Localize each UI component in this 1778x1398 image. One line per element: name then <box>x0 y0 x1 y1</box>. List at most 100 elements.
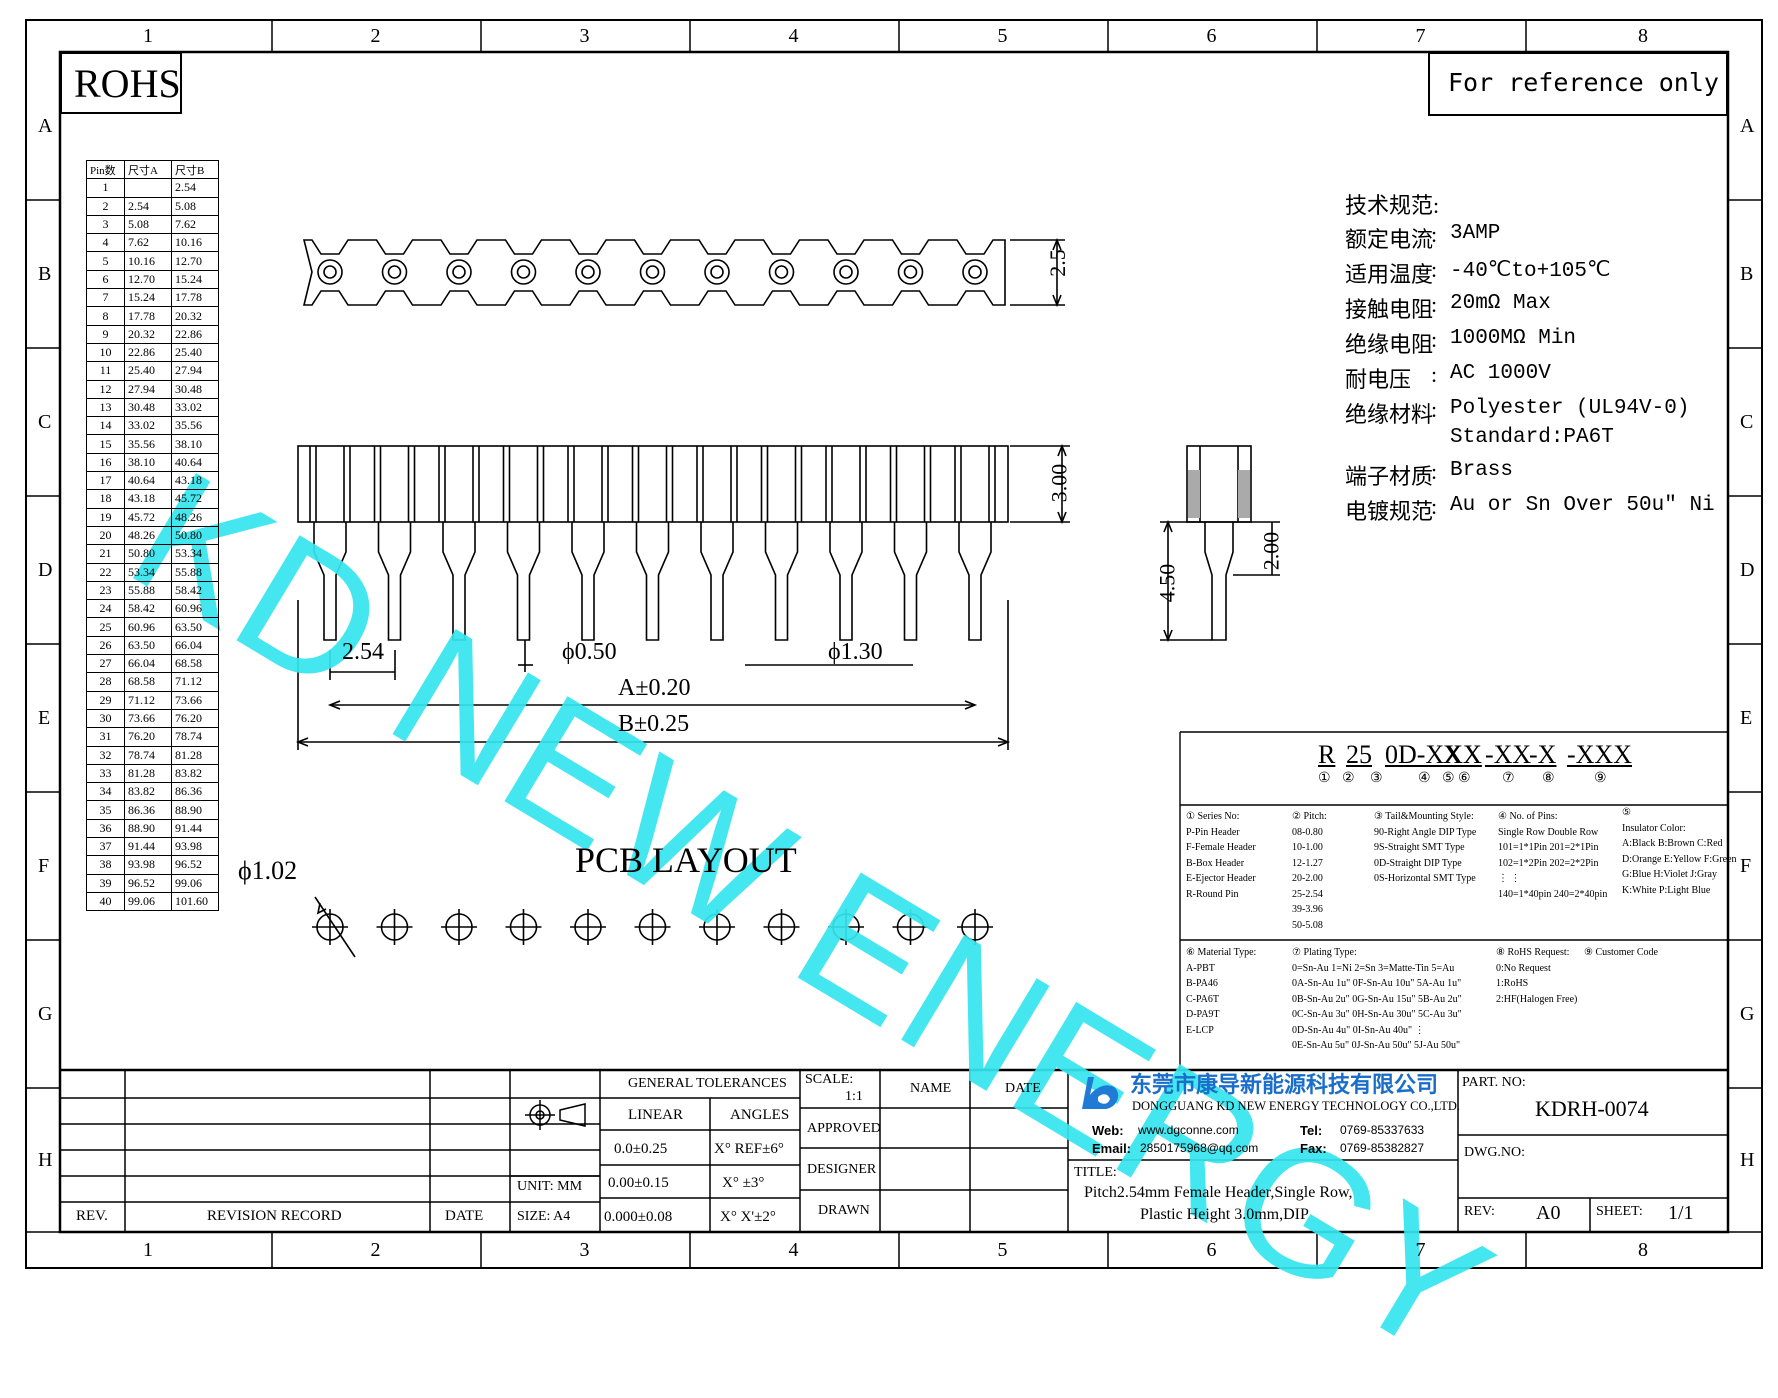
top-hole <box>897 259 924 285</box>
pin-table-cell: 60.96 <box>171 599 219 619</box>
pin-table-cell: 20 <box>86 525 125 546</box>
col-label-2: 2 <box>370 25 381 47</box>
pin-table-cell <box>124 178 172 198</box>
scale-value: 1:1 <box>845 1089 863 1104</box>
code-legend-pitch: 50-5.08 <box>1292 919 1323 931</box>
part-no-value: KDRH-0074 <box>1535 1096 1649 1121</box>
pin-table-cell: 20.32 <box>124 324 172 344</box>
general-tolerances: GENERAL TOLERANCES <box>628 1076 787 1091</box>
pin-table-cell: 45.72 <box>124 507 172 527</box>
pin-table-cell: 76.20 <box>171 708 219 729</box>
dim-b: B±0.25 <box>618 711 690 737</box>
top-hole-inner <box>645 265 660 279</box>
reference-note: For reference only <box>1448 68 1719 97</box>
part-code-marker: ⑨ <box>1594 771 1607 786</box>
spec-value: AC 1000V <box>1450 362 1551 385</box>
rev-header: REV. <box>76 1208 108 1224</box>
pin-table-cell: 26 <box>86 635 125 656</box>
pin-table-cell: 73.66 <box>171 690 219 710</box>
pin-table-cell: 4 <box>86 233 125 253</box>
frame-zone-dividers <box>26 20 1762 1268</box>
top-hole <box>510 259 537 285</box>
code-legend-pitch: ② Pitch: <box>1292 811 1327 822</box>
company-name-cn: 东莞市康导新能源科技有限公司 <box>1130 1073 1439 1098</box>
dim-a-header: 尺寸A <box>124 159 172 180</box>
code-legend-plating: 0=Sn-Au 1=Ni 2=Sn 3=Matte-Tin 5=Au <box>1292 962 1455 974</box>
company-name-en: DONGGUANG KD NEW ENERGY TECHNOLOGY CO.,L… <box>1132 1099 1460 1113</box>
spec-value: Au or Sn Over 50u" Ni <box>1450 494 1715 517</box>
spec-value: -40℃to+105℃ <box>1450 260 1611 283</box>
front-pin <box>377 522 412 641</box>
pin-table-cell: 32 <box>86 745 125 765</box>
pin-table-cell: 43.18 <box>124 489 172 509</box>
pin-table-cell: 27 <box>86 654 125 674</box>
pin-table-cell: 17.78 <box>124 306 172 326</box>
col-label-6: 6 <box>1206 25 1217 47</box>
part-code-segment: -XX <box>1485 740 1532 769</box>
pin-table-cell: 10.16 <box>124 251 172 271</box>
pin-table-cell: 22 <box>86 562 125 582</box>
fax-value: 0769-85382827 <box>1340 1141 1425 1155</box>
pin-table-cell: 38.10 <box>171 434 219 454</box>
pin-table-cell: 58.42 <box>171 580 219 601</box>
spec-value: Polyester (UL94V-0) <box>1450 397 1690 420</box>
company-logo <box>1082 1077 1119 1109</box>
pin-table-cell: 35 <box>86 800 125 820</box>
top-hole <box>639 259 666 285</box>
code-legend-tail: ③ Tail&Mounting Style: <box>1374 811 1474 822</box>
row-label-right-E: E <box>1740 707 1753 729</box>
top-hole <box>317 259 343 285</box>
code-legend-series: P-Pin Header <box>1186 826 1240 838</box>
pin-table-cell: 48.26 <box>171 507 219 527</box>
pin-table-cell: 30 <box>86 708 125 729</box>
tol-angle-3: X° X'±2° <box>720 1209 776 1225</box>
dim-socket-dia: ϕ1.30 <box>828 639 883 665</box>
sheet-value: 1/1 <box>1668 1202 1694 1224</box>
spec-label: 端子材质 <box>1345 464 1434 489</box>
front-pin <box>571 522 605 641</box>
dim-side-2: 2.00 <box>1258 531 1284 571</box>
part-code-segment: -XXX <box>1567 740 1632 769</box>
pin-table-cell: 53.34 <box>124 562 172 582</box>
spec-value: 3AMP <box>1450 222 1501 245</box>
spec-label: 适用温度 <box>1345 262 1434 287</box>
top-view <box>302 237 1065 308</box>
title-line-1: Pitch2.54mm Female Header,Single Row, <box>1084 1184 1353 1201</box>
pin-table-cell: 2 <box>86 196 125 216</box>
pin-table-cell: 10.16 <box>171 233 219 253</box>
pin-table-cell: 35.56 <box>124 434 172 454</box>
code-legend-material: B-PA46 <box>1186 978 1218 989</box>
part-code-marker: ⑧ <box>1542 771 1555 786</box>
pin-table-cell: 12.70 <box>171 251 219 271</box>
code-legend-material: E-LCP <box>1186 1024 1214 1036</box>
code-legend-series: F-Female Header <box>1186 842 1256 853</box>
row-label-H: H <box>38 1149 53 1171</box>
top-hole <box>575 259 601 285</box>
code-legend-pitch: 25-2.54 <box>1292 888 1323 900</box>
pin-table-cell: 15.24 <box>124 288 172 308</box>
front-pin <box>893 522 928 641</box>
top-hole-inner <box>516 265 531 279</box>
top-hole-inner <box>323 265 337 279</box>
front-pin <box>506 522 541 641</box>
top-hole-inner <box>452 265 466 279</box>
pin-table-cell: 6 <box>86 269 125 290</box>
front-pin <box>958 522 992 641</box>
top-hole-inner <box>839 265 853 279</box>
pin-table-cell: 21 <box>86 544 125 564</box>
col-label-bottom-3: 3 <box>579 1239 590 1261</box>
pin-table-cell: 24 <box>86 599 125 619</box>
pin-table-cell: 33.02 <box>171 397 219 418</box>
tol-linear-3: 0.000±0.08 <box>604 1209 673 1225</box>
